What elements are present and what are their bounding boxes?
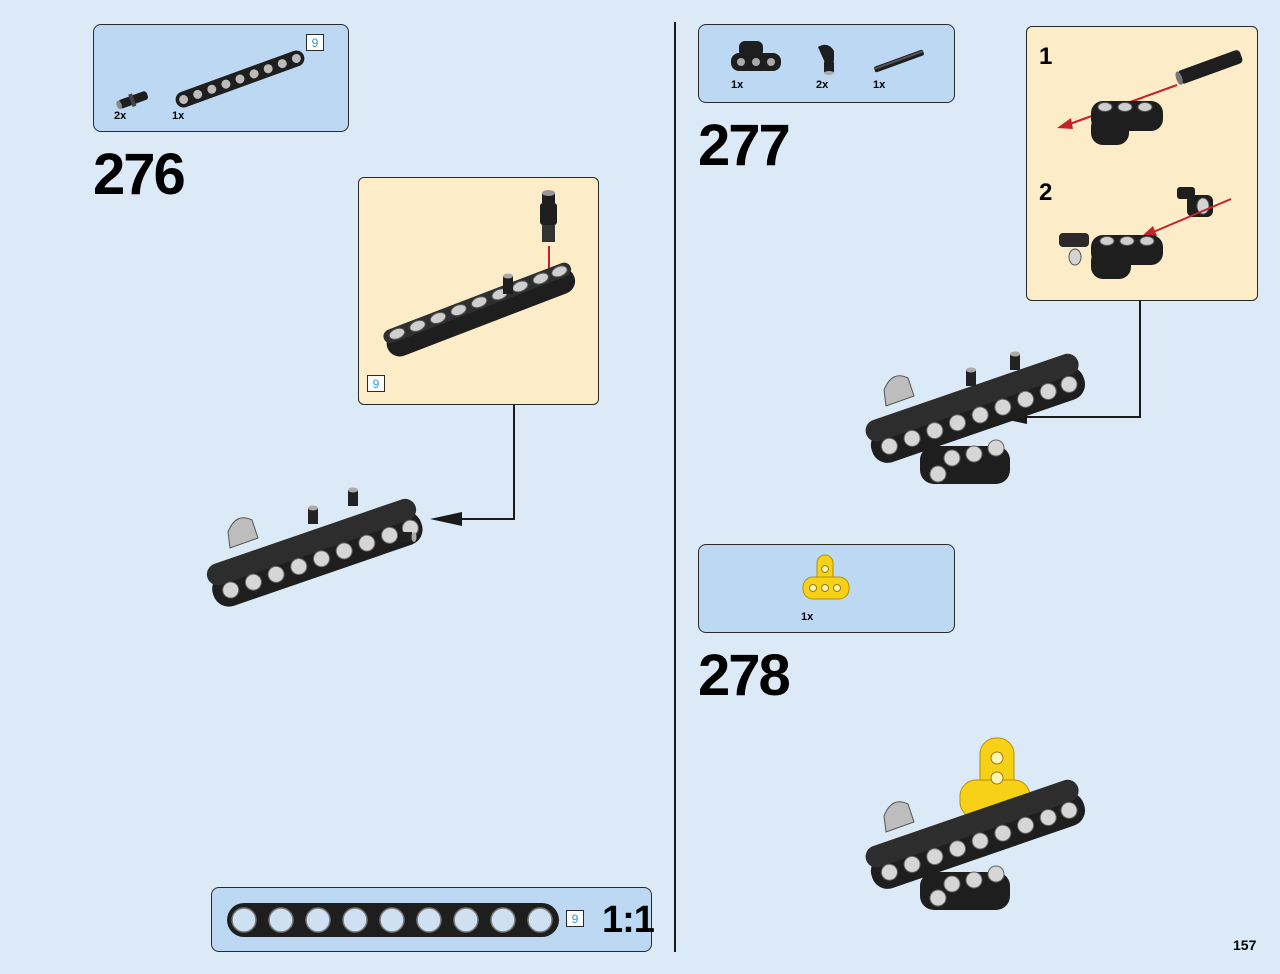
yellow-t-beam-icon bbox=[802, 554, 850, 600]
quantity-label: 1x bbox=[731, 79, 744, 91]
length-badge: 9 bbox=[367, 375, 385, 392]
pin-icon bbox=[116, 91, 149, 110]
step-number: 276 bbox=[93, 142, 186, 207]
scale-ruler: 9 1:1 bbox=[211, 887, 655, 952]
page-divider bbox=[674, 22, 676, 952]
quantity-label: 1x bbox=[801, 611, 814, 623]
step-276-callout: 9 bbox=[358, 177, 599, 405]
axle-icon bbox=[873, 49, 924, 73]
step-276-parts-list: 9 2x 1x bbox=[93, 24, 349, 132]
beam-9-icon bbox=[175, 50, 305, 108]
quantity-label: 2x bbox=[114, 110, 127, 122]
step-number: 278 bbox=[698, 643, 791, 708]
quantity-label: 1x bbox=[873, 79, 886, 91]
substep-number: 1 bbox=[1039, 43, 1053, 70]
quantity-label: 1x bbox=[172, 110, 185, 122]
substep-number: 2 bbox=[1039, 179, 1053, 206]
length-badge: 9 bbox=[566, 910, 584, 927]
length-badge: 9 bbox=[306, 34, 324, 51]
beam-9-scale-icon bbox=[227, 903, 559, 937]
step-278-parts-list: 1x bbox=[698, 544, 955, 633]
page-number: 157 bbox=[1233, 937, 1257, 953]
scale-label: 1:1 bbox=[602, 899, 655, 941]
step-number: 277 bbox=[698, 113, 791, 178]
callout-beam-assembly-illustration bbox=[383, 190, 576, 357]
step-277-callout: 1 2 bbox=[1026, 26, 1258, 301]
angle-connector-icon bbox=[818, 44, 834, 75]
step-277-model-illustration bbox=[865, 351, 1086, 484]
substep-illustration bbox=[1057, 50, 1243, 279]
step-278-model-illustration bbox=[865, 737, 1086, 910]
step-277-parts-list: 1x 2x 1x bbox=[698, 24, 955, 103]
beam-3-block-icon bbox=[731, 41, 781, 71]
quantity-label: 2x bbox=[816, 79, 829, 91]
step-276-model-illustration bbox=[206, 487, 423, 607]
